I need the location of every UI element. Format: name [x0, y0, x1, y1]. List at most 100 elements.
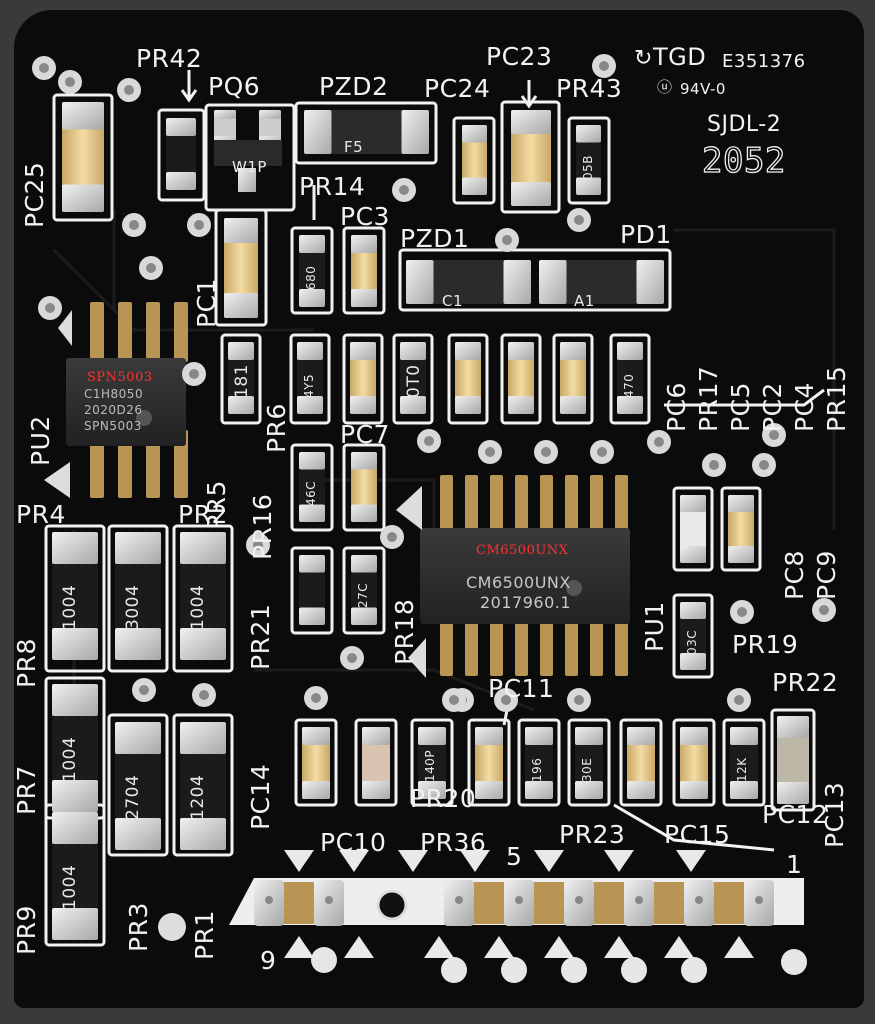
resistor-pr19: [680, 602, 706, 670]
date-code: 2052: [701, 141, 786, 181]
mark-pr8: 1004: [60, 584, 80, 630]
via-hole: [399, 185, 409, 195]
mark-pr18: 27C: [356, 582, 370, 608]
mark-pzd1: C1: [442, 292, 464, 310]
label-pc12: PC12: [762, 800, 829, 829]
silk-outline: [290, 226, 334, 315]
mark-pr15: 470: [622, 373, 636, 398]
silk-outline: [672, 718, 716, 807]
mark-pr9: 1004: [60, 864, 80, 910]
label-pr3: PR3: [124, 902, 153, 952]
ic-pu2: [44, 302, 188, 498]
silk-outline: [722, 718, 766, 807]
resistor-pr3: [115, 722, 161, 850]
silk-outline: [107, 713, 169, 857]
via-hole: [654, 437, 664, 447]
silk-outline: [467, 718, 511, 807]
via-hole: [424, 436, 434, 446]
via-hole: [194, 220, 204, 230]
label-pr1: PR1: [190, 910, 219, 960]
transistor-pq6-pad: [238, 168, 256, 192]
silk-outline: [452, 116, 496, 205]
via-hole: [502, 235, 512, 245]
label-pr42: PR42: [136, 44, 203, 73]
silk-outline: [410, 718, 454, 807]
pcb-board: SPN5003 C1H8050 2020D26 SPN5003 CM6500UN…: [14, 10, 864, 1008]
label-pr6: PR6: [262, 403, 291, 453]
vias: [32, 54, 836, 712]
silk-outline: [770, 708, 816, 812]
silk-outline: [172, 524, 234, 673]
capacitor-pc10: [362, 727, 390, 799]
capacitor-pc25: [62, 102, 104, 212]
label-pr20: PR20: [410, 784, 477, 813]
resistor-pr14: [299, 235, 325, 307]
board-artwork: [32, 54, 836, 983]
mark-pr14: 680: [304, 265, 318, 290]
via-hole: [139, 685, 149, 695]
silk-outline: [392, 333, 434, 425]
u2-overlay-label: SPN5003: [87, 370, 153, 385]
via-hole: [574, 215, 584, 225]
silk-outline: [289, 333, 331, 425]
resistor-pr8: [52, 532, 98, 660]
capacitor-pc6: [350, 342, 376, 414]
mark-pr16: 46C: [304, 480, 318, 506]
capacitor-pc15: [627, 727, 655, 799]
transistor-pin: [259, 110, 281, 145]
silk-outline: [294, 101, 438, 165]
mark-pr4: 3004: [123, 584, 143, 630]
refresh-circle-icon: ↻: [634, 46, 653, 71]
silk-outline: [342, 333, 384, 425]
label-pc6: PC6: [662, 382, 691, 432]
resistor-pr5: [400, 342, 426, 414]
label-pr18: PR18: [390, 598, 419, 665]
u2-marking-2: 2020D26: [84, 403, 143, 417]
silk-outline: [398, 248, 672, 312]
mark-pzd2: F5: [344, 138, 364, 156]
resistor-pr7: [52, 684, 98, 812]
capacitor-pc14: [302, 727, 330, 799]
silk-outline: [107, 524, 169, 673]
via-hole: [501, 695, 511, 705]
capacitor-pc12: [680, 727, 708, 799]
via-hole: [65, 77, 75, 87]
label-pzd2: PZD2: [319, 72, 389, 101]
ic-pu1: [396, 475, 630, 678]
resistor-pr4: [115, 532, 161, 660]
resistor-pr6: [228, 342, 254, 414]
label-pr19: PR19: [732, 630, 799, 659]
via-hole: [599, 61, 609, 71]
capacitor-pc8: [680, 495, 706, 563]
transistor-pin: [214, 110, 236, 145]
silk-outline: [220, 333, 262, 425]
label-pin1: 1: [786, 850, 803, 879]
via-hole: [819, 605, 829, 615]
label-pzd1: PZD1: [400, 224, 470, 253]
label-pr2: PR2: [178, 500, 228, 529]
capacitor-pc24: [462, 125, 487, 195]
silk-outline: [619, 718, 663, 807]
mark-pr3: 2704: [123, 774, 143, 820]
via-hole: [449, 695, 459, 705]
via-hole: [253, 540, 263, 550]
via-hole: [387, 532, 397, 542]
capacitor-pc7: [351, 452, 377, 522]
capacitor-pc9: [728, 495, 754, 563]
resistor-pr20: [418, 727, 446, 799]
silk-outline: [342, 443, 386, 532]
resistor-pr36: [525, 727, 553, 799]
label-pc24: PC24: [424, 74, 491, 103]
silk-outline: [567, 116, 611, 205]
silk-outline: [500, 333, 542, 425]
ul-logo-icon: ⓤ: [657, 78, 673, 96]
silk-outline: [567, 718, 611, 807]
via-hole: [597, 447, 607, 457]
resistor-pr17: [297, 342, 323, 414]
label-pc1: PC1: [192, 278, 221, 328]
label-pc14: PC14: [246, 763, 275, 830]
mark-pr20: 140P: [423, 749, 437, 782]
resistor-pr2: [180, 532, 226, 660]
via-hole: [485, 447, 495, 457]
label-pr17: PR17: [694, 365, 723, 432]
